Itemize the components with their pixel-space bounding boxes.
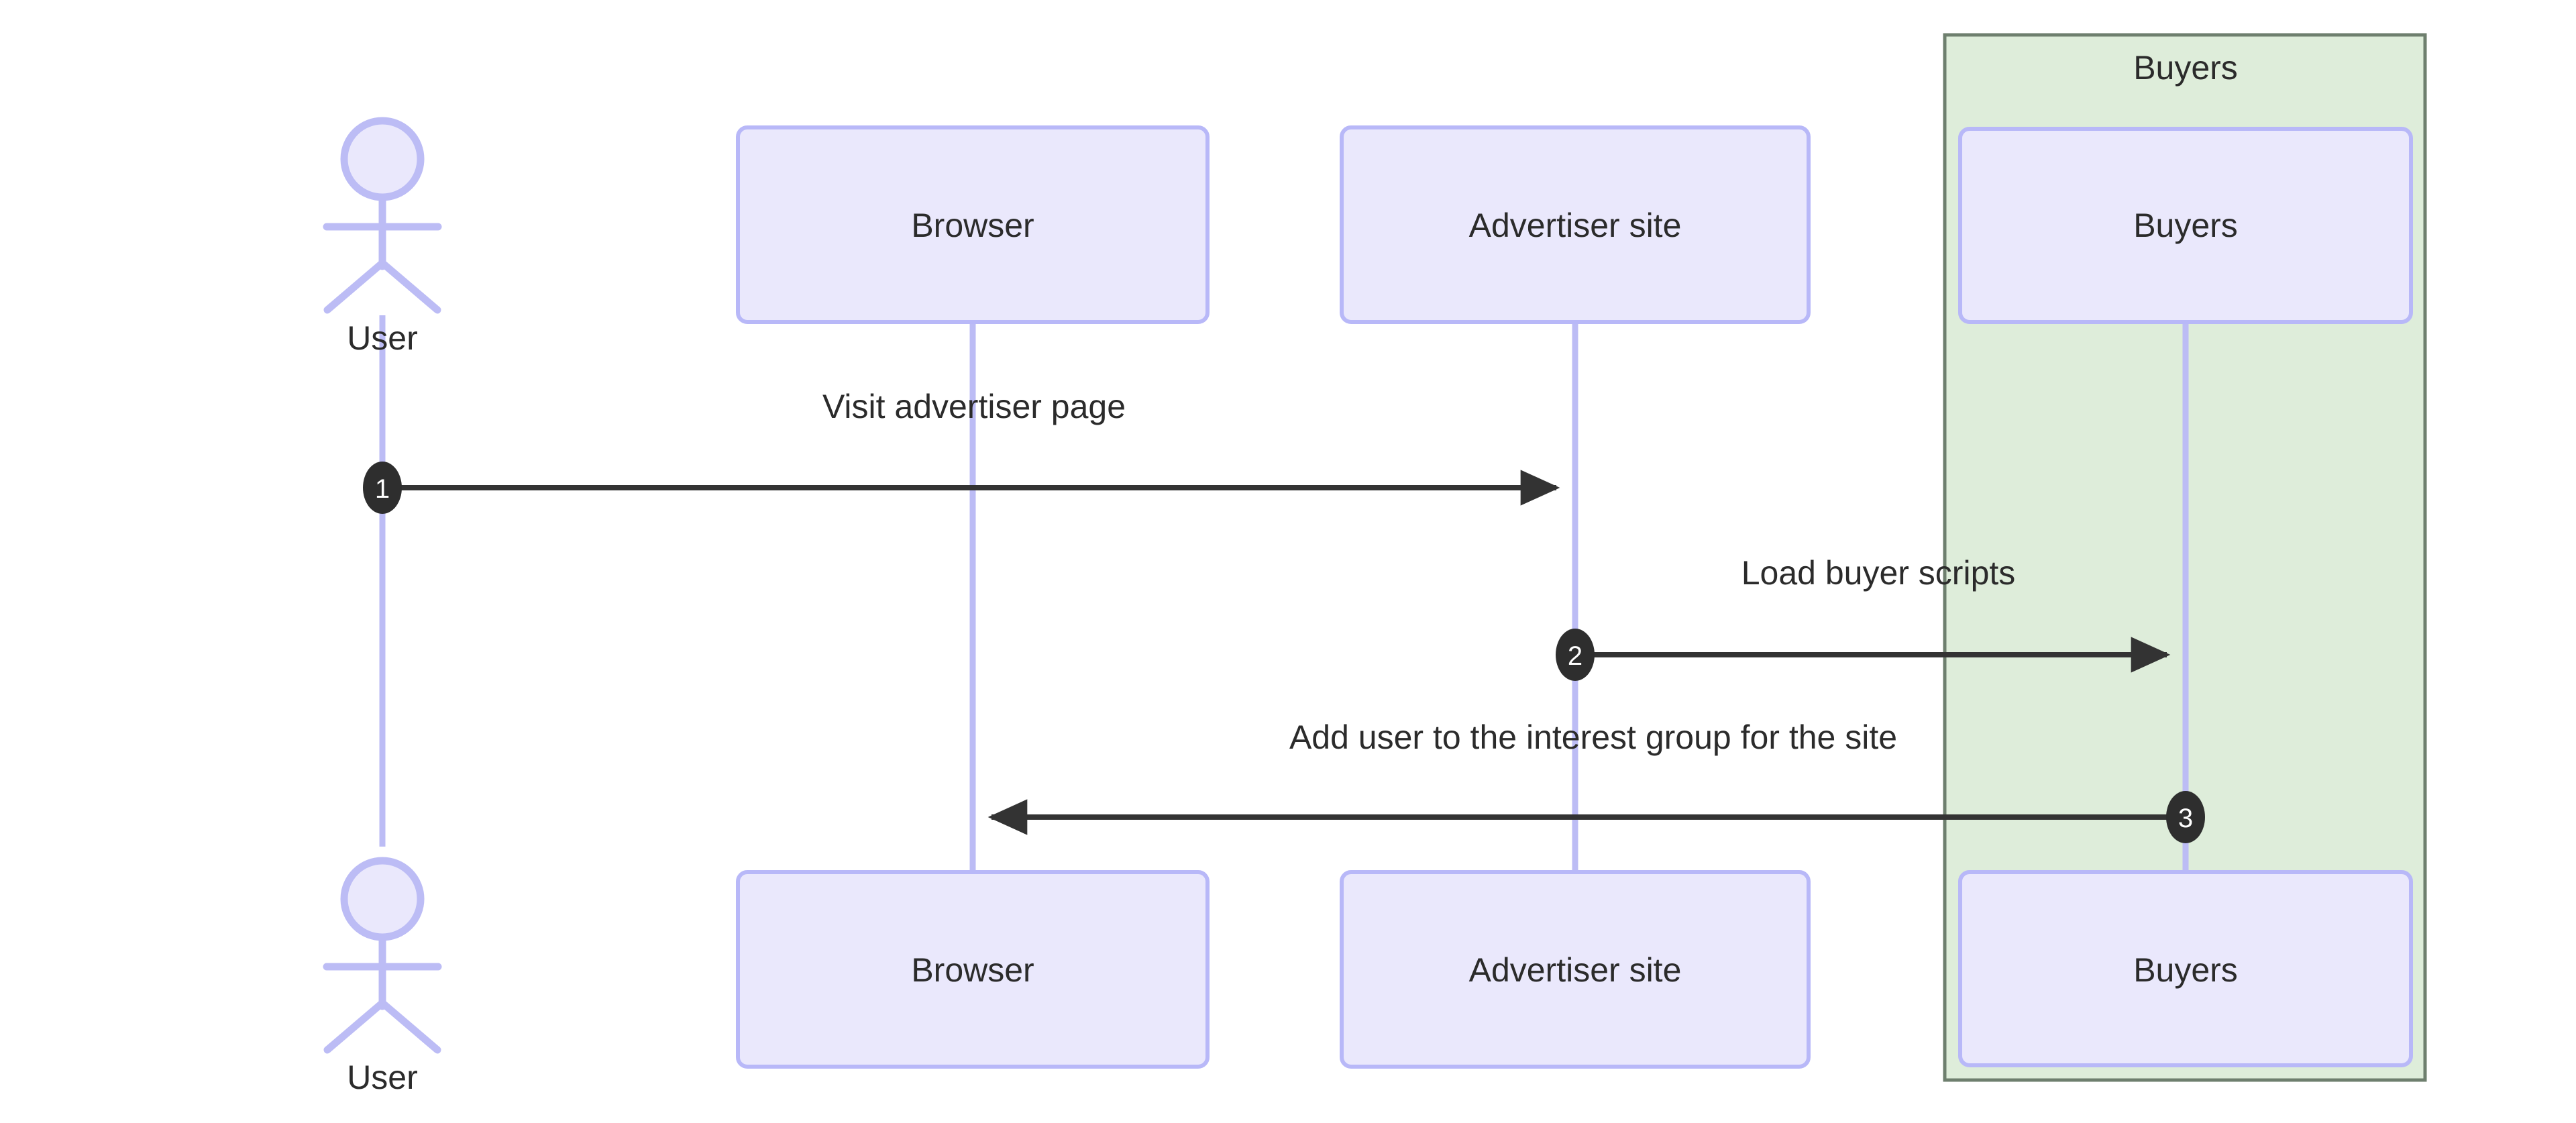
sequence-number-1: 1 — [375, 474, 390, 504]
participant-box-advertiser-site-top — [1340, 125, 1811, 324]
participant-label-user-bottom: User — [347, 1059, 418, 1096]
participant-box-buyers-top — [1958, 127, 2413, 324]
participant-bottom-buyers[interactable]: Buyers — [1958, 870, 2413, 1067]
message-3[interactable]: Add user to the interest group for the s… — [987, 718, 2205, 843]
participant-label-user-top: User — [347, 319, 418, 357]
message-label-2: Load buyer scripts — [1741, 554, 2016, 592]
participant-box-browser-top — [736, 125, 1210, 324]
participant-label-advertiser-site-top: Advertiser site — [1469, 207, 1682, 244]
participant-top-advertiser-site[interactable]: Advertiser site — [1340, 125, 1811, 324]
actor-head-icon-bottom — [340, 857, 425, 941]
actor-left-leg-icon-bottom — [323, 999, 386, 1054]
participant-bottom-user[interactable]: User — [323, 857, 442, 1096]
sequence-bubble-1 — [363, 462, 402, 514]
sequence-bubble-2 — [1556, 629, 1595, 681]
sequence-number-2: 2 — [1568, 641, 1582, 671]
participant-label-buyers-top: Buyers — [2133, 207, 2238, 244]
lifelines — [379, 315, 2189, 872]
participant-box-buyers-bottom — [1958, 870, 2413, 1067]
participant-top-browser[interactable]: Browser — [736, 125, 1210, 324]
participant-top-buyers[interactable]: Buyers — [1958, 127, 2413, 324]
message-label-1: Visit advertiser page — [822, 388, 1126, 425]
message-label-3: Add user to the interest group for the s… — [1289, 718, 1897, 756]
group-box-label: Buyers — [2133, 49, 2238, 87]
participant-bottom-advertiser-site[interactable]: Advertiser site — [1340, 870, 1811, 1069]
participant-label-advertiser-site-bottom: Advertiser site — [1469, 951, 1682, 989]
sequence-number-3: 3 — [2178, 804, 2193, 833]
participant-label-browser-bottom: Browser — [911, 951, 1034, 989]
participant-label-buyers-bottom: Buyers — [2133, 951, 2238, 989]
participant-top-user[interactable]: User — [323, 117, 442, 357]
sequence-bubble-3 — [2166, 791, 2205, 843]
actor-right-leg-icon — [378, 259, 441, 314]
participant-bottom-browser[interactable]: Browser — [736, 870, 1210, 1069]
message-2[interactable]: Load buyer scripts 2 — [1556, 554, 2171, 681]
message-1[interactable]: Visit advertiser page 1 — [363, 388, 1560, 514]
actor-left-leg-icon — [323, 259, 386, 314]
participant-box-browser-bottom — [736, 870, 1210, 1069]
actor-right-leg-icon-bottom — [378, 999, 441, 1054]
participant-label-browser-top: Browser — [911, 207, 1034, 244]
participant-box-advertiser-site-bottom — [1340, 870, 1811, 1069]
actor-head-icon — [340, 117, 425, 201]
